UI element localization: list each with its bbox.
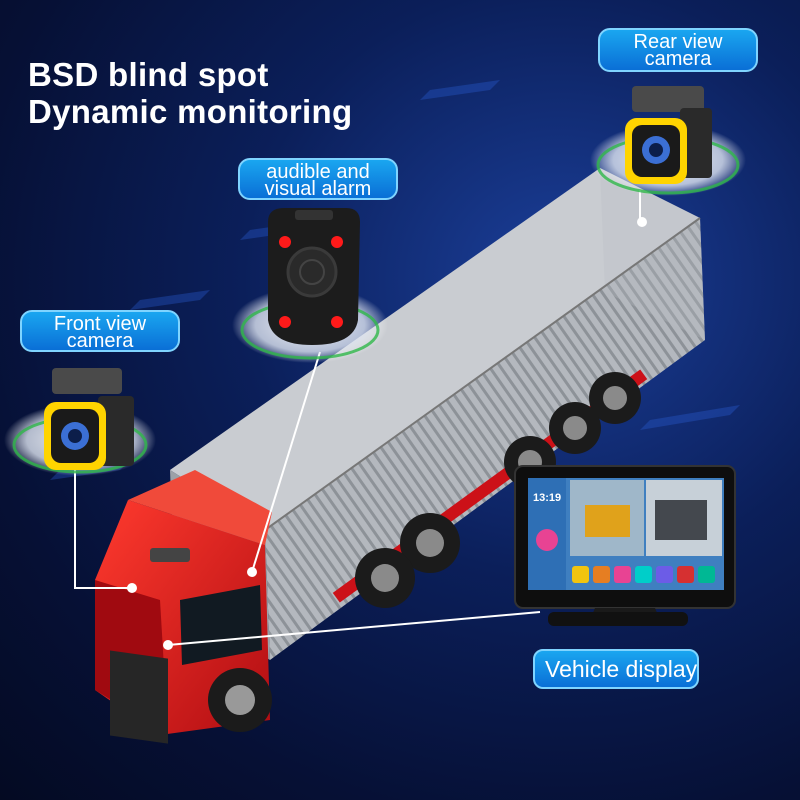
alarm-light-icon	[232, 208, 388, 363]
monitor-icon	[514, 465, 736, 626]
front-camera-label-line-2: camera	[66, 330, 134, 352]
vehicle-display-label: Vehicle display	[533, 649, 699, 689]
alarm-label-line-1: audible and	[266, 161, 370, 183]
connection-dots	[127, 217, 647, 650]
alarm-label-line-2: visual alarm	[264, 178, 372, 200]
headline-line-2: Dynamic monitoring	[28, 93, 353, 130]
alarm-label: audible and visual alarm	[238, 158, 398, 200]
headline-line-1: BSD blind spot	[28, 56, 269, 93]
front-camera-label: Front view camera	[20, 310, 180, 352]
container-trailer	[170, 168, 705, 660]
front-camera-icon	[4, 368, 156, 476]
truck-cab	[95, 470, 272, 744]
front-camera-label-line-1: Front view	[53, 313, 147, 335]
rear-camera-label-line-2: camera	[644, 48, 712, 70]
rear-camera-label: Rear view camera	[598, 28, 758, 72]
connector-lines	[74, 190, 641, 646]
vehicle-display-label-text: Vehicle display	[545, 656, 698, 682]
rear-camera-icon	[590, 86, 746, 196]
headline: BSD blind spot Dynamic monitoring	[28, 56, 352, 130]
rear-camera-label-line-1: Rear view	[633, 31, 723, 53]
monitor-clock: 13:19	[533, 492, 562, 504]
